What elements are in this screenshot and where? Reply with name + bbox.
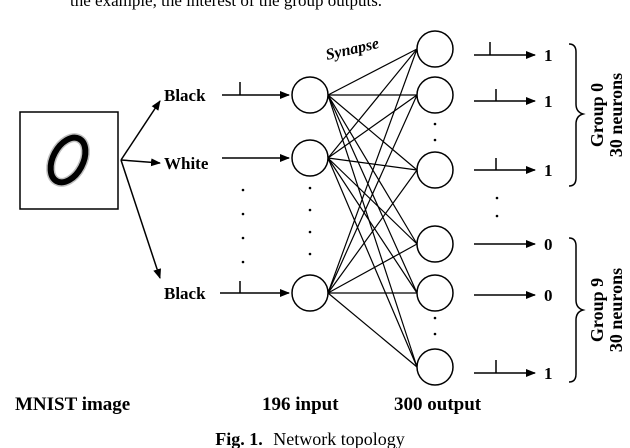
input-color-label-0: Black [164, 86, 206, 105]
figure-caption: Fig. 1. Network topology [215, 429, 404, 448]
input-neuron-ellipsis [308, 186, 312, 256]
input-neuron [291, 274, 329, 312]
input-neurons [291, 76, 329, 312]
output-neuron [416, 274, 454, 312]
synapse-label: Synapse [324, 35, 381, 64]
caption-prefix: Fig. 1. [215, 429, 263, 448]
output-neuron-ellipsis [433, 122, 499, 336]
input-color-label-1: White [164, 154, 209, 173]
output-neuron [416, 30, 454, 68]
output-value: 1 [544, 364, 553, 383]
output-value: 1 [544, 92, 553, 111]
output-neuron [416, 76, 454, 114]
group-0-size: 30 neurons [606, 73, 626, 157]
group-0-name: Group 0 [587, 83, 607, 147]
top-text-fragment: the example, the interest of the group o… [70, 0, 382, 10]
input-count-label: 196 input [262, 394, 339, 415]
input-neuron [291, 139, 329, 177]
caption-text: Network topology [273, 429, 404, 448]
image-to-pixel-arrows [120, 100, 161, 279]
input-neuron [291, 76, 329, 114]
output-neuron [416, 225, 454, 263]
output-count-label: 300 output [394, 394, 482, 415]
output-neurons [416, 30, 454, 386]
output-value: 0 [544, 235, 553, 254]
input-color-label-2: Black [164, 284, 206, 303]
group-9-name: Group 9 [587, 278, 607, 342]
input-spike-arrows [220, 82, 290, 297]
output-spike-arrows [474, 42, 536, 377]
group-9-brace [568, 237, 586, 383]
synapse-connections [327, 48, 418, 368]
mnist-image-label: MNIST image [15, 394, 130, 415]
group-9-size: 30 neurons [606, 268, 626, 352]
digit-zero-glyph [46, 133, 90, 187]
input-label-ellipsis [241, 188, 245, 264]
group-0-brace [568, 43, 586, 187]
output-value: 0 [544, 286, 553, 305]
output-value: 1 [544, 161, 553, 180]
output-value: 1 [544, 46, 553, 65]
output-neuron [416, 151, 454, 189]
output-neuron [416, 348, 454, 386]
mnist-image [19, 111, 119, 210]
